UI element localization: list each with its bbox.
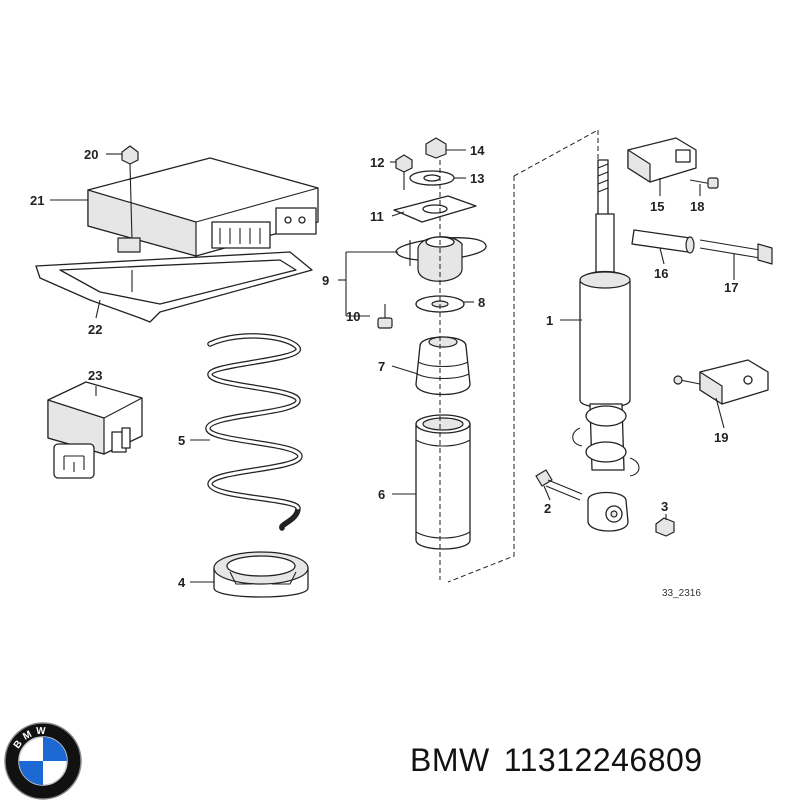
coil-spring-part-5	[205, 333, 303, 531]
nut-part-12	[395, 154, 413, 190]
diagram-reference-code: 33_2316	[662, 588, 701, 599]
washer-part-13	[409, 170, 455, 186]
callout-23: 23	[88, 368, 102, 383]
screw-part-10	[377, 304, 393, 329]
bracket-part-22	[35, 237, 313, 323]
callout-2: 2	[544, 501, 551, 516]
callout-13: 13	[470, 171, 484, 186]
callout-11: 11	[370, 209, 384, 224]
gasket-part-11	[393, 195, 477, 223]
shock-absorber-part-1	[572, 159, 640, 532]
relay-part-23	[47, 381, 143, 479]
callout-18: 18	[690, 199, 704, 214]
bolt-part-2	[535, 469, 583, 501]
callout-15: 15	[650, 199, 664, 214]
callout-4: 4	[178, 575, 186, 590]
nut-part-14	[425, 137, 447, 159]
callout-7: 7	[378, 359, 385, 374]
part-number: 11312246809	[503, 742, 703, 778]
assembly-line-strut	[447, 129, 599, 583]
nut-part-20	[121, 145, 139, 241]
callout-21: 21	[30, 193, 44, 208]
callout-9: 9	[322, 273, 329, 288]
control-unit-part-21	[87, 157, 319, 257]
dust-boot-part-6	[415, 414, 471, 550]
callout-22: 22	[88, 322, 102, 337]
callout-19: 19	[714, 430, 728, 445]
callout-1: 1	[546, 313, 553, 328]
callout-16: 16	[654, 266, 668, 281]
strut-mount-part-9	[395, 236, 487, 282]
callout-6: 6	[378, 487, 385, 502]
callout-labels: 20 21 22 23 5 4 12 14 13 11 9 10 8 7 6 1…	[30, 143, 738, 599]
brand-name: BMW	[410, 742, 490, 778]
nut-part-3	[655, 517, 675, 537]
sleeve-part-16	[631, 229, 695, 254]
callout-5: 5	[178, 433, 185, 448]
bmw-logo: BMW	[4, 722, 82, 800]
callout-20: 20	[84, 147, 98, 162]
callout-12: 12	[370, 155, 384, 170]
sensor-part-15	[627, 137, 697, 183]
screw-part-18	[689, 177, 719, 189]
sensor-part-19	[673, 359, 769, 405]
spring-pad-part-4	[213, 551, 309, 598]
bump-stop-part-7	[415, 336, 471, 396]
callout-3: 3	[661, 499, 668, 514]
leader-lines	[50, 149, 735, 583]
part-caption: BMW 11312246809	[410, 738, 717, 782]
callout-10: 10	[346, 309, 360, 324]
callout-8: 8	[478, 295, 485, 310]
callout-17: 17	[724, 280, 738, 295]
bolt-part-17	[699, 239, 773, 265]
callout-14: 14	[470, 143, 485, 158]
